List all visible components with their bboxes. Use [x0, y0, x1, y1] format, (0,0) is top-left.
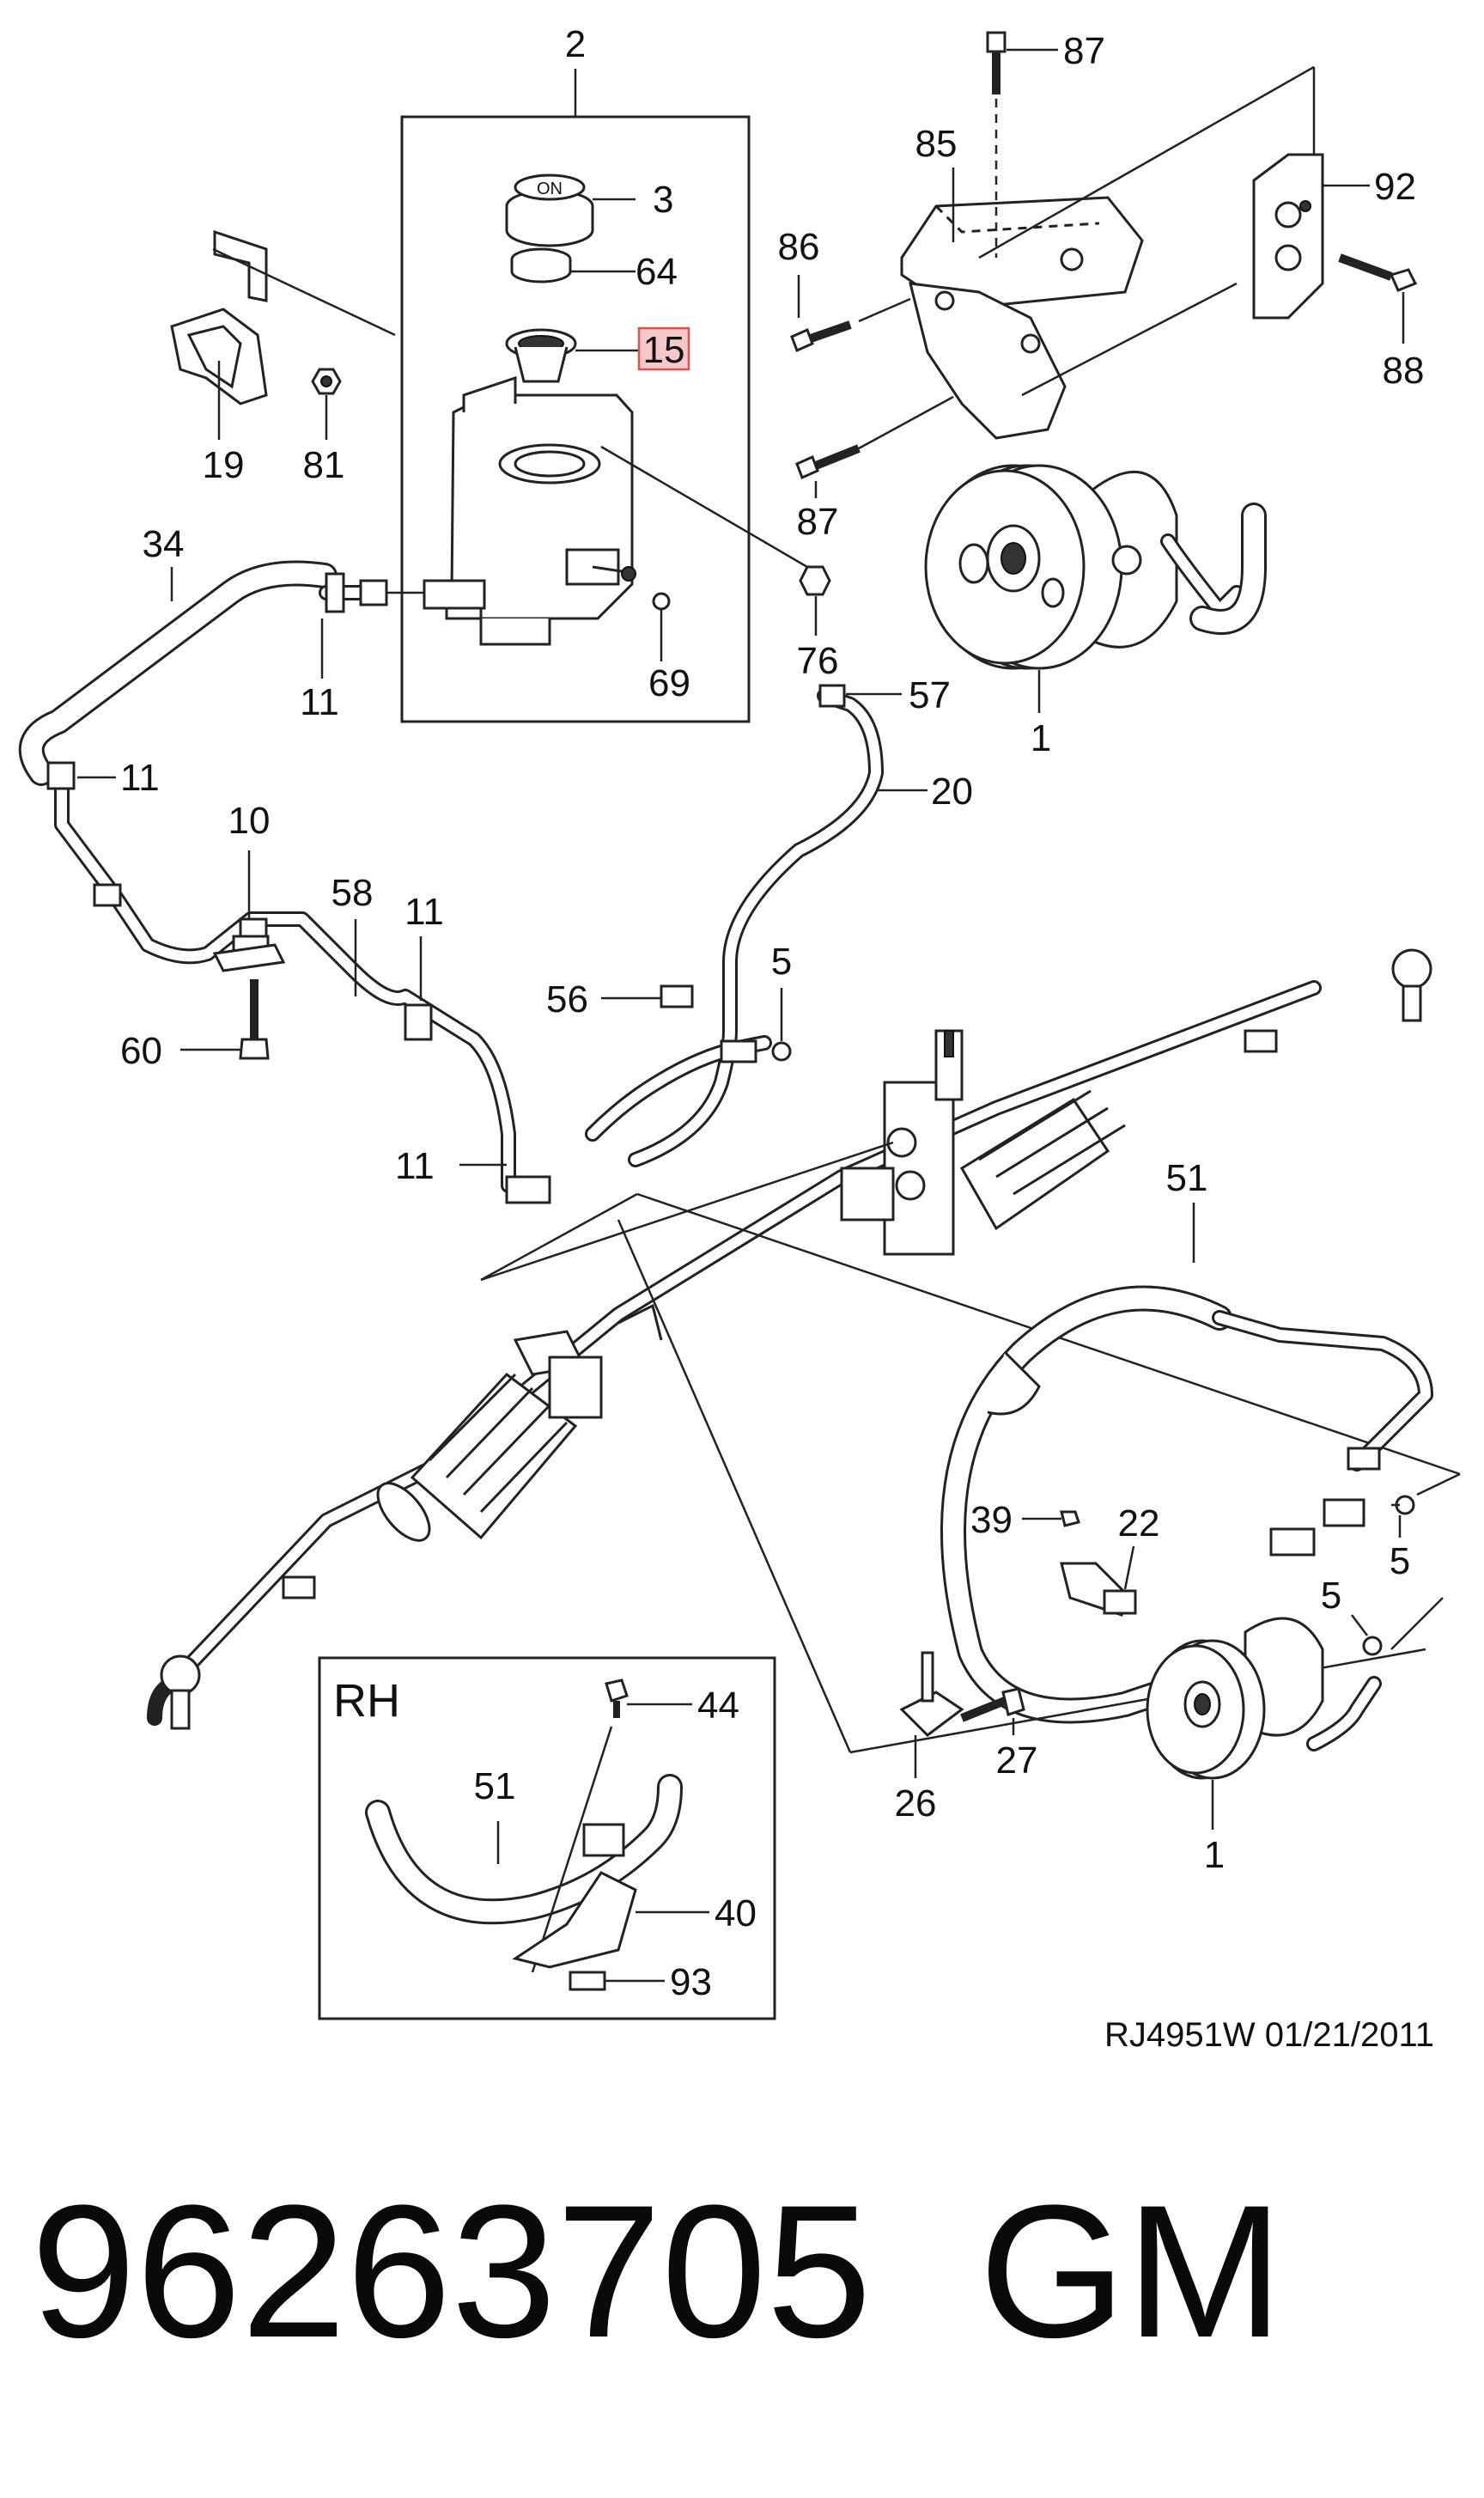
inset-bolt-44: [605, 1679, 629, 1718]
steering-rack: [147, 948, 1432, 1730]
callout-1b: 1: [1204, 1834, 1225, 1876]
reservoir-group: 2 ON 3 64 15: [400, 23, 751, 723]
valve-body: [840, 1029, 964, 1256]
callout-60: 60: [120, 1030, 162, 1072]
rh-inset: RH 44 51 40 93: [318, 1656, 776, 2020]
callout-85: 85: [915, 123, 958, 165]
inset-callout-44: 44: [697, 1685, 739, 1727]
inset-callout-40: 40: [715, 1892, 757, 1934]
boot-left: [376, 1372, 578, 1542]
pump-1-top: [924, 464, 1267, 670]
boot-right: [959, 1089, 1126, 1231]
mount-left: [513, 1303, 663, 1419]
callout-58: 58: [331, 872, 374, 914]
pipe-20: [585, 684, 884, 1167]
bracket-19: [170, 229, 268, 405]
callout-51: 51: [1166, 1157, 1208, 1199]
callout-86: 86: [778, 226, 820, 268]
callout-22: 22: [1118, 1502, 1160, 1544]
highlight-box: [637, 326, 690, 371]
callout-10: 10: [228, 800, 271, 842]
part-number: 96263705: [31, 2166, 872, 2377]
callout-27: 27: [996, 1739, 1038, 1782]
inset-callout-93: 93: [670, 1961, 712, 2003]
inset-bracket-40: [512, 1871, 637, 1969]
callout-87b: 87: [797, 501, 839, 543]
nut-81: [311, 368, 342, 395]
inset-hose: [365, 1774, 683, 1925]
pipe-10: [46, 761, 551, 1204]
callout-15: 15: [643, 329, 685, 371]
bolt-87-lower: [795, 444, 861, 480]
callout-56: 56: [546, 978, 588, 1021]
callout-34: 34: [143, 523, 185, 565]
callout-20: 20: [931, 771, 973, 813]
reservoir-cap: ON: [505, 174, 594, 247]
inset-title: RH: [333, 1675, 400, 1727]
callout-5b: 5: [1390, 1540, 1410, 1582]
callout-11d: 11: [395, 1145, 435, 1187]
callout-5c: 5: [1321, 1575, 1341, 1617]
callout-5a: 5: [771, 941, 792, 983]
oring-5c: [1362, 1636, 1383, 1656]
tie-rod-left: [147, 1575, 316, 1730]
bracket-92: [1252, 153, 1324, 320]
clamp-10: [212, 935, 286, 972]
callout-11a: 11: [300, 681, 339, 723]
inset-callout-51: 51: [474, 1765, 516, 1807]
bracket-26: [899, 1651, 964, 1737]
callout-26: 26: [895, 1782, 937, 1825]
inset-frame: [318, 1656, 776, 2020]
tie-rod-right: [1244, 948, 1432, 1053]
inset-clip-93: [569, 1971, 606, 1991]
callout-39: 39: [970, 1499, 1013, 1541]
reservoir-body: [445, 375, 636, 646]
bolt-88: [1338, 253, 1418, 292]
callout-87a: 87: [1063, 30, 1105, 72]
bolt-39: [1060, 1510, 1080, 1527]
diagram-code: RJ4951W 01/21/2011: [1104, 2016, 1434, 2054]
callout-69: 69: [648, 662, 690, 704]
callout-57: 57: [909, 674, 951, 716]
oring-5a: [771, 1041, 792, 1062]
callout-81: 81: [303, 444, 345, 486]
callout-11b: 11: [120, 757, 160, 799]
pump-1-bottom: [1146, 1617, 1382, 1780]
bolt-87-top: [986, 31, 1007, 94]
callout-76: 76: [797, 640, 839, 682]
svg-text:ON: ON: [537, 180, 563, 198]
bolt-27: [960, 1687, 1025, 1722]
bolt-86: [790, 320, 852, 353]
hose-34: [18, 560, 486, 786]
callout-19: 19: [203, 444, 245, 486]
callout-64: 64: [636, 251, 678, 293]
callout-88: 88: [1383, 350, 1425, 392]
callout-2: 2: [565, 23, 586, 65]
callout-11c: 11: [404, 891, 444, 933]
bolt-60: [239, 979, 270, 1060]
nut-76: [799, 565, 831, 596]
callout-3: 3: [653, 179, 673, 221]
pump-bracket-85: [900, 196, 1144, 440]
callout-1a: 1: [1031, 717, 1051, 759]
brand-name: GM: [979, 2166, 1283, 2377]
callout-92: 92: [1374, 166, 1416, 208]
clamp-22: [1060, 1562, 1137, 1617]
